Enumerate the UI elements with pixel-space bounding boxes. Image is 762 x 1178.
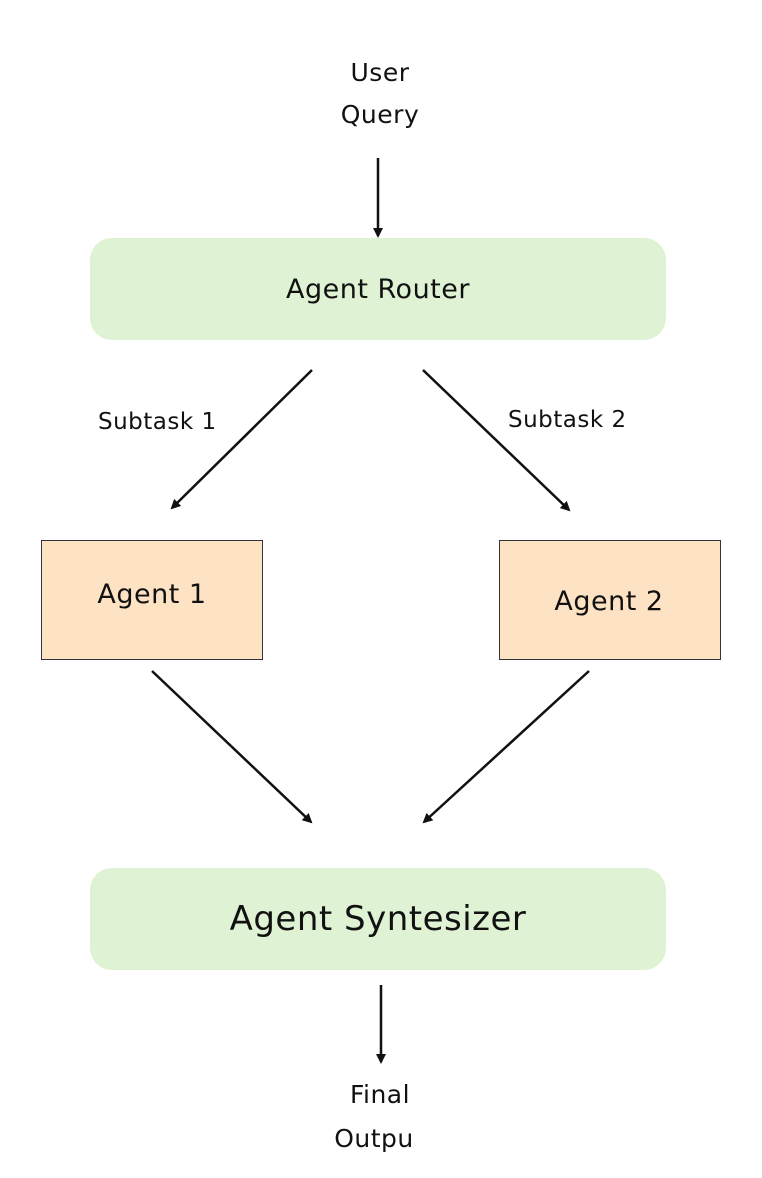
subtask-2-label: Subtask 2	[508, 407, 627, 433]
final-output-line1: Final	[349, 1080, 411, 1109]
user-query-line2: Query	[340, 100, 420, 129]
agent-1-label: Agent 1	[97, 578, 207, 610]
arrow-router-to-agent2	[422, 369, 571, 512]
agent-router-node: Agent Router	[90, 238, 666, 340]
arrow-agent2-to-synthesizer	[422, 670, 590, 824]
agent-2-label: Agent 2	[554, 585, 664, 617]
arrow-agent1-to-synthesizer	[151, 670, 313, 824]
agent-2-node: Agent 2	[499, 540, 721, 660]
agent-synthesizer-node: Agent Syntesizer	[90, 868, 666, 970]
subtask-1-label: Subtask 1	[98, 409, 217, 435]
agent-1-node: Agent 1	[41, 540, 263, 660]
agent-synthesizer-label: Agent Syntesizer	[229, 899, 527, 939]
arrow-router-to-agent1	[170, 369, 313, 510]
user-query-line1: User	[350, 58, 410, 87]
final-output-line2: Outpu	[334, 1124, 414, 1153]
agent-router-label: Agent Router	[286, 273, 470, 305]
